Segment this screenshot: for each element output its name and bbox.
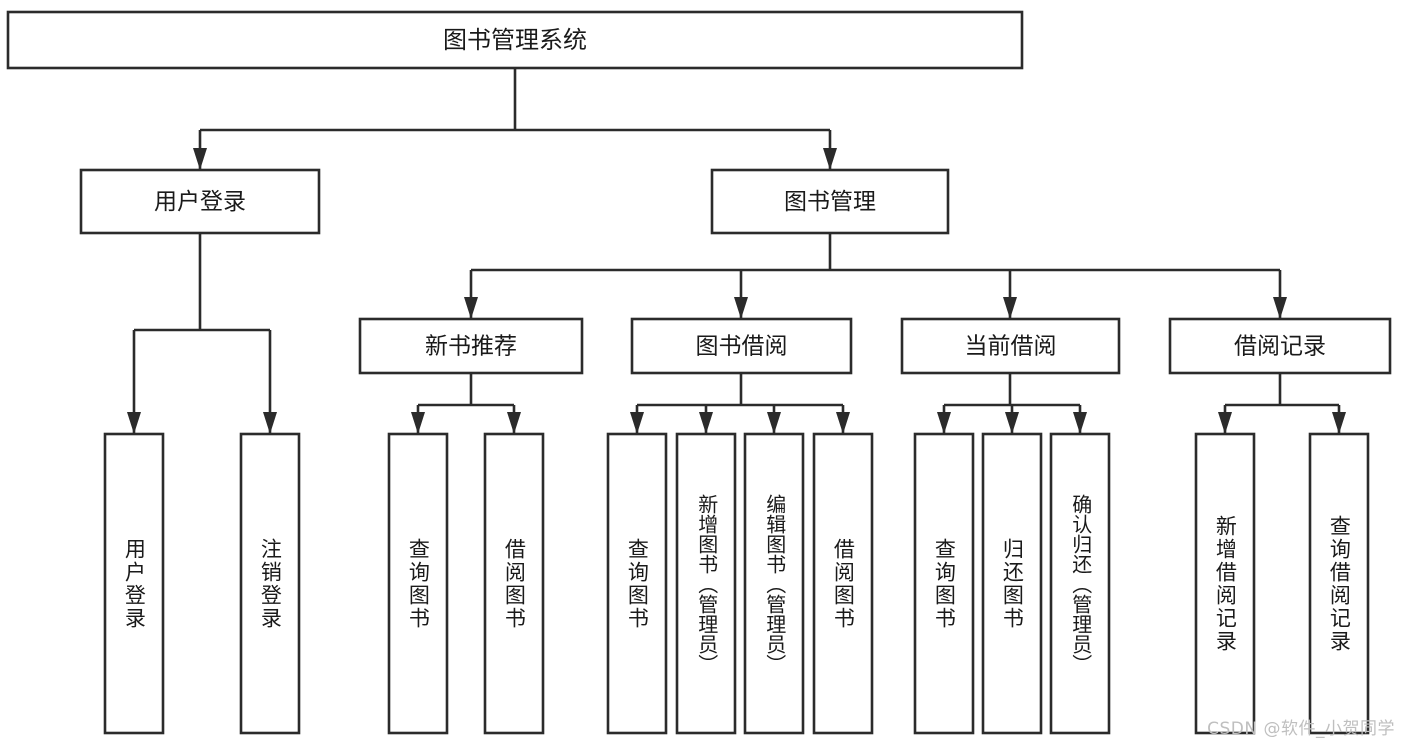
- node-box-book-borrow[interactable]: [630, 317, 853, 375]
- node-box-leaf-query-book-borrow[interactable]: [606, 432, 668, 735]
- node-box-leaf-borrow-book[interactable]: [812, 432, 874, 735]
- node-label-current-borrow: 当前借阅: [965, 334, 1057, 360]
- connectors-layer: [127, 68, 1346, 434]
- node-label-user-login: 用户登录: [154, 189, 246, 215]
- node-label-book-borrow: 图书借阅: [696, 334, 788, 360]
- node-box-leaf-query-book-rec[interactable]: [387, 432, 449, 735]
- arrow-head-icon: [193, 148, 207, 170]
- arrow-head-icon: [411, 412, 425, 434]
- node-label-root: 图书管理系统: [443, 26, 587, 54]
- node-label-new-book-rec: 新书推荐: [425, 334, 517, 360]
- node-box-leaf-user-login[interactable]: [103, 432, 165, 735]
- arrow-head-icon: [937, 412, 951, 434]
- arrow-head-icon: [127, 412, 141, 434]
- node-box-leaf-query-book-cur[interactable]: [913, 432, 975, 735]
- node-box-leaf-edit-book[interactable]: [743, 432, 805, 735]
- arrow-head-icon: [507, 412, 521, 434]
- arrow-head-icon: [836, 412, 850, 434]
- arrow-head-icon: [464, 297, 478, 319]
- watermark-text: CSDN @软件_小贺同学: [1207, 719, 1395, 739]
- arrow-head-icon: [1003, 297, 1017, 319]
- node-box-book-manage[interactable]: [710, 168, 950, 235]
- arrow-head-icon: [767, 412, 781, 434]
- node-label-book-manage: 图书管理: [784, 189, 876, 215]
- arrow-head-icon: [263, 412, 277, 434]
- node-box-user-login[interactable]: [79, 168, 321, 235]
- node-box-current-borrow[interactable]: [900, 317, 1121, 375]
- node-box-leaf-return-book[interactable]: [981, 432, 1043, 735]
- node-label-borrow-record: 借阅记录: [1234, 334, 1326, 360]
- node-box-root[interactable]: [6, 10, 1024, 70]
- node-box-new-book-rec[interactable]: [358, 317, 584, 375]
- node-box-leaf-borrow-book-rec[interactable]: [483, 432, 545, 735]
- node-box-leaf-add-record[interactable]: [1194, 432, 1256, 735]
- arrow-head-icon: [630, 412, 644, 434]
- arrow-head-icon: [1218, 412, 1232, 434]
- node-box-leaf-add-book[interactable]: [675, 432, 737, 735]
- node-box-leaf-user-logout[interactable]: [239, 432, 301, 735]
- arrow-head-icon: [699, 412, 713, 434]
- arrow-head-icon: [823, 148, 837, 170]
- arrow-head-icon: [1005, 412, 1019, 434]
- boxes-layer: [6, 10, 1392, 735]
- arrow-head-icon: [734, 297, 748, 319]
- node-box-borrow-record[interactable]: [1168, 317, 1392, 375]
- arrow-head-icon: [1273, 297, 1287, 319]
- arrow-head-icon: [1332, 412, 1346, 434]
- arrow-head-icon: [1073, 412, 1087, 434]
- node-box-leaf-confirm-return[interactable]: [1049, 432, 1111, 735]
- node-box-leaf-query-record[interactable]: [1308, 432, 1370, 735]
